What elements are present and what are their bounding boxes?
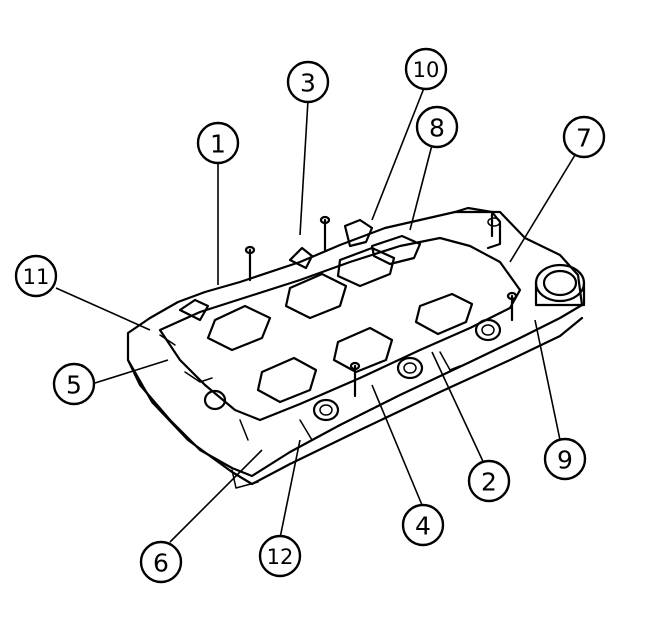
flange-edge-line	[231, 469, 259, 489]
svg-text:6: 6	[153, 549, 169, 578]
callout-12: 12	[258, 534, 302, 578]
callout-1: 1	[196, 121, 240, 165]
svg-text:12: 12	[267, 545, 294, 569]
svg-text:9: 9	[557, 446, 573, 475]
lower-ports	[256, 292, 474, 404]
callout-5: 5	[52, 362, 96, 406]
callout-8: 8	[415, 105, 459, 149]
svg-text:4: 4	[415, 512, 431, 541]
manifold-outline	[126, 210, 584, 478]
svg-text:3: 3	[300, 69, 316, 98]
side-bores	[203, 318, 502, 422]
svg-text:8: 8	[429, 114, 445, 143]
svg-text:5: 5	[66, 371, 82, 400]
callout-10: 10	[404, 47, 448, 91]
bracket	[453, 206, 502, 250]
svg-text:7: 7	[576, 124, 592, 153]
manifold-bottom-flange	[126, 316, 584, 486]
svg-text:11: 11	[23, 265, 50, 289]
callout-2: 2	[467, 459, 511, 503]
upper-ports	[206, 234, 422, 352]
thermostat-housing	[534, 263, 586, 307]
callout-6: 6	[139, 540, 183, 584]
studs	[244, 215, 518, 398]
fittings	[178, 218, 374, 322]
detail-lines	[159, 334, 461, 441]
callout-3: 3	[286, 60, 330, 104]
callout-9: 9	[543, 437, 587, 481]
leader-lines	[55, 87, 576, 543]
callout-11: 11	[14, 254, 58, 298]
callout-4: 4	[401, 503, 445, 547]
svg-text:10: 10	[413, 58, 440, 82]
svg-text:2: 2	[481, 468, 497, 497]
svg-text:1: 1	[210, 130, 226, 159]
intake-manifold-drawing	[126, 206, 586, 489]
callout-7: 7	[562, 115, 606, 159]
